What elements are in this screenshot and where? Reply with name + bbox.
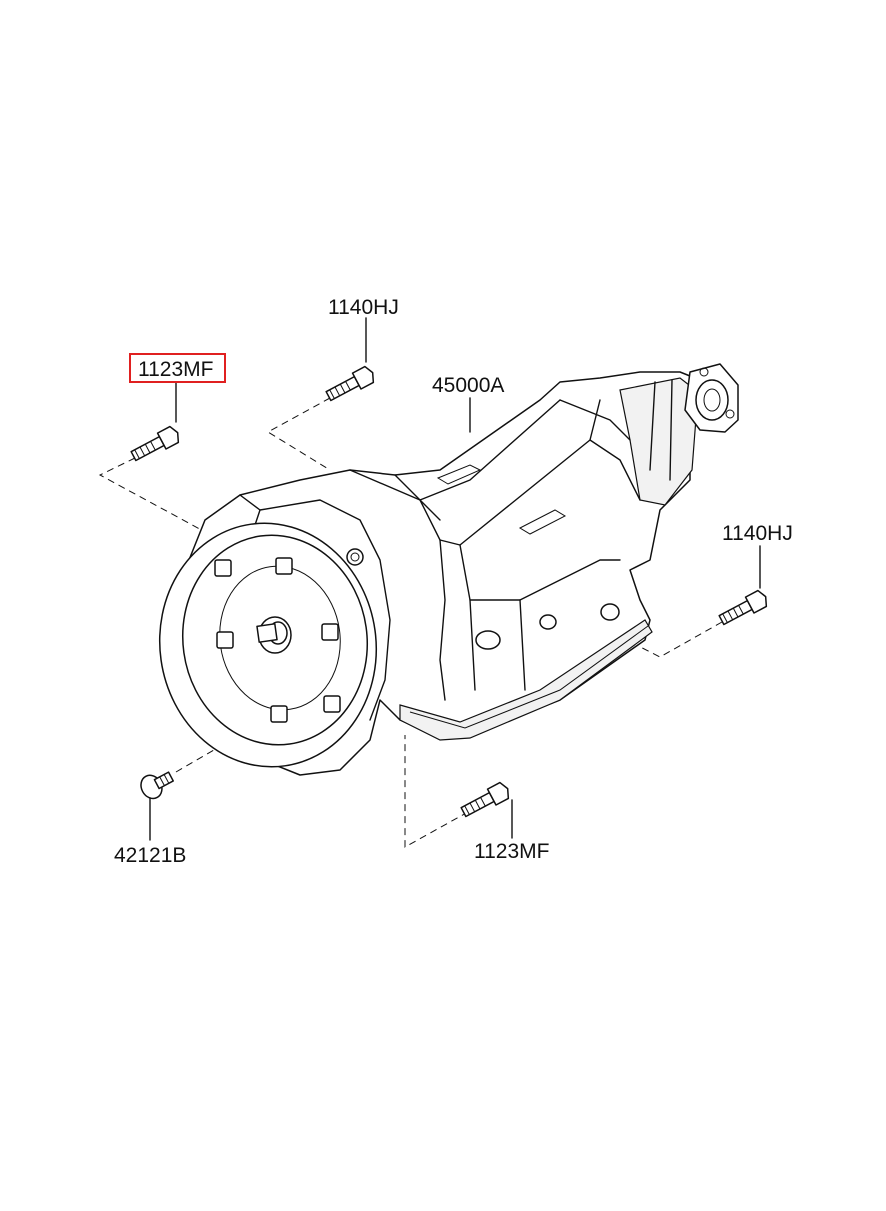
bolt-1140hj-right[interactable]: [717, 589, 770, 628]
label-42121b[interactable]: 42121B: [114, 844, 186, 867]
bolt-42121b[interactable]: [137, 766, 177, 802]
label-1123mf-bottom[interactable]: 1123MF: [474, 840, 549, 863]
oil-pan: [399, 619, 653, 741]
leader-lines: [98, 397, 723, 848]
torque-converter: [158, 522, 378, 768]
highlight-box: [129, 353, 226, 383]
label-1123mf-top[interactable]: 1123MF: [138, 358, 213, 381]
label-1140hj-top[interactable]: 1140HJ: [328, 296, 399, 319]
transmission-assembly[interactable]: [144, 363, 739, 781]
output-flange: [684, 363, 739, 433]
bolt-1123mf-bottom[interactable]: [459, 781, 512, 820]
label-leaders: [149, 317, 761, 841]
label-45000a[interactable]: 45000A: [432, 374, 504, 397]
bolt-1140hj-top[interactable]: [324, 365, 377, 404]
label-1140hj-right[interactable]: 1140HJ: [722, 522, 793, 545]
bolt-1123mf-top[interactable]: [129, 425, 182, 464]
